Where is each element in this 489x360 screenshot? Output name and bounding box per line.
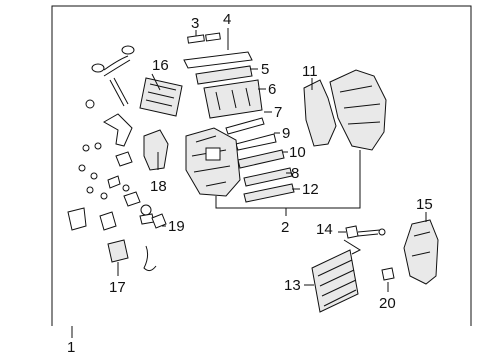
ac-case-housing bbox=[185, 127, 241, 197]
duct-part bbox=[403, 219, 439, 285]
leader-2 bbox=[215, 150, 361, 209]
expansion-valve-line bbox=[343, 225, 386, 255]
callout-19: 19 bbox=[168, 218, 185, 235]
blower-motor-part bbox=[143, 129, 169, 171]
seal-parts bbox=[183, 32, 263, 119]
frame-border bbox=[51, 5, 472, 326]
callout-13: 13 bbox=[284, 277, 301, 294]
sensor-part bbox=[151, 213, 167, 229]
heater-core-part bbox=[91, 45, 183, 117]
callout-17: 17 bbox=[109, 279, 126, 296]
small-fittings bbox=[78, 99, 155, 225]
callout-11: 11 bbox=[302, 63, 318, 80]
callout-7: 7 bbox=[274, 104, 282, 121]
callout-9: 9 bbox=[282, 125, 290, 142]
callout-18: 18 bbox=[150, 178, 167, 195]
callout-6: 6 bbox=[268, 81, 276, 98]
callout-3: 3 bbox=[191, 15, 199, 32]
callout-15: 15 bbox=[416, 196, 433, 213]
actuator-and-strips bbox=[225, 117, 295, 203]
callout-14: 14 bbox=[316, 221, 333, 238]
callout-20: 20 bbox=[379, 295, 396, 312]
callout-10: 10 bbox=[289, 144, 306, 161]
evaporator-housing bbox=[303, 69, 387, 151]
callout-2: 2 bbox=[281, 219, 289, 236]
callout-8: 8 bbox=[291, 165, 299, 182]
callout-12: 12 bbox=[302, 181, 319, 198]
evaporator-core-part bbox=[311, 249, 359, 313]
resistor-part bbox=[67, 207, 157, 272]
callout-4: 4 bbox=[223, 11, 231, 28]
callout-1: 1 bbox=[67, 339, 75, 356]
callout-5: 5 bbox=[261, 61, 269, 78]
callout-16: 16 bbox=[152, 57, 169, 74]
leader-16 bbox=[151, 73, 161, 91]
clip-part bbox=[381, 267, 395, 281]
